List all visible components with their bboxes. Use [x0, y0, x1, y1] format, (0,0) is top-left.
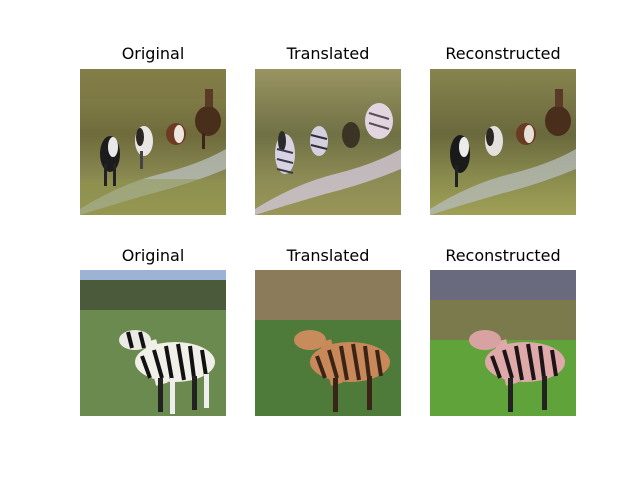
- panel-title-r1-original: Original: [121, 44, 185, 63]
- image-zebra-reconstructed: [430, 270, 576, 416]
- panel-title-r1-translated: Translated: [286, 44, 370, 63]
- image-horses-translated: [255, 69, 401, 215]
- panel-title-r1-reconstructed: Reconstructed: [445, 44, 561, 63]
- panel-title-r2-reconstructed: Reconstructed: [445, 246, 561, 265]
- image-zebra-original: [80, 270, 226, 416]
- panel-title-r2-translated: Translated: [286, 246, 370, 265]
- image-zebra-translated: [255, 270, 401, 416]
- image-horses-original: [80, 69, 226, 215]
- image-horses-reconstructed: [430, 69, 576, 215]
- panel-title-r2-original: Original: [121, 246, 185, 265]
